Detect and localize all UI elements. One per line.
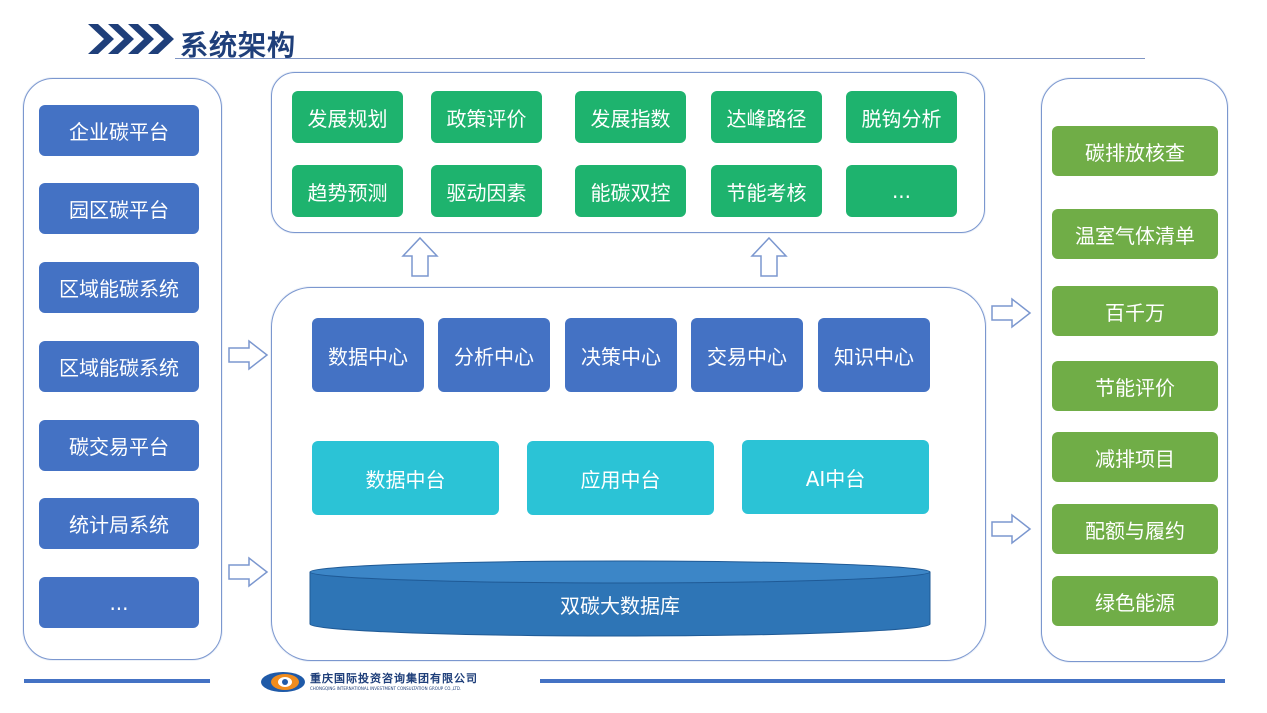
output-emission-verification[interactable]: 碳排放核查 [1052, 126, 1218, 176]
app-development-index[interactable]: 发展指数 [575, 91, 686, 143]
source-enterprise-carbon[interactable]: 企业碳平台 [39, 105, 199, 156]
right-arrow-icon [228, 339, 269, 371]
output-ghg-inventory[interactable]: 温室气体清单 [1052, 209, 1218, 259]
company-name-en: CHONGQING INTERNATIONAL INVESTMENT CONSU… [310, 686, 462, 691]
source-regional-energy-carbon-2[interactable]: 区域能碳系统 [39, 341, 199, 392]
right-arrow-icon [991, 513, 1032, 545]
app-development-planning[interactable]: 发展规划 [292, 91, 403, 143]
right-arrow-icon [991, 297, 1032, 329]
center-data[interactable]: 数据中心 [312, 318, 424, 392]
page-title: 系统架构 [180, 29, 297, 62]
footer-line-right [540, 679, 1225, 683]
app-decoupling-analysis[interactable]: 脱钩分析 [846, 91, 957, 143]
app-dual-control[interactable]: 能碳双控 [575, 165, 686, 217]
platform-ai-middle[interactable]: AI中台 [742, 440, 929, 514]
center-analysis[interactable]: 分析中心 [438, 318, 550, 392]
up-arrow-icon [750, 236, 788, 277]
app-peak-pathway[interactable]: 达峰路径 [711, 91, 822, 143]
app-more[interactable]: ... [846, 165, 957, 217]
footer-line-left [24, 679, 210, 683]
database-label: 双碳大数据库 [560, 594, 680, 618]
app-energy-assessment[interactable]: 节能考核 [711, 165, 822, 217]
output-energy-evaluation[interactable]: 节能评价 [1052, 361, 1218, 411]
database-cylinder [309, 560, 931, 637]
app-trend-forecast[interactable]: 趋势预测 [292, 165, 403, 217]
platform-application-middle[interactable]: 应用中台 [527, 441, 714, 515]
output-quota-compliance[interactable]: 配额与履约 [1052, 504, 1218, 554]
source-carbon-trading[interactable]: 碳交易平台 [39, 420, 199, 471]
right-arrow-icon [228, 556, 269, 588]
platform-data-middle[interactable]: 数据中台 [312, 441, 499, 515]
output-reduction-projects[interactable]: 减排项目 [1052, 432, 1218, 482]
source-statistics-bureau[interactable]: 统计局系统 [39, 498, 199, 549]
source-regional-energy-carbon-1[interactable]: 区域能碳系统 [39, 262, 199, 313]
output-bai-qian-wan[interactable]: 百千万 [1052, 286, 1218, 336]
app-policy-evaluation[interactable]: 政策评价 [431, 91, 542, 143]
source-park-carbon[interactable]: 园区碳平台 [39, 183, 199, 234]
title-underline [175, 58, 1145, 59]
center-trading[interactable]: 交易中心 [691, 318, 803, 392]
chevrons-icon [88, 24, 174, 54]
output-green-energy[interactable]: 绿色能源 [1052, 576, 1218, 626]
company-logo: 重庆国际投资咨询集团有限公司 CHONGQING INTERNATIONAL I… [260, 668, 520, 698]
app-driving-factors[interactable]: 驱动因素 [431, 165, 542, 217]
source-more[interactable]: ... [39, 577, 199, 628]
up-arrow-icon [401, 236, 439, 277]
logo-mark-icon [261, 672, 305, 692]
center-decision[interactable]: 决策中心 [565, 318, 677, 392]
company-name-cn: 重庆国际投资咨询集团有限公司 [310, 672, 478, 685]
center-knowledge[interactable]: 知识中心 [818, 318, 930, 392]
